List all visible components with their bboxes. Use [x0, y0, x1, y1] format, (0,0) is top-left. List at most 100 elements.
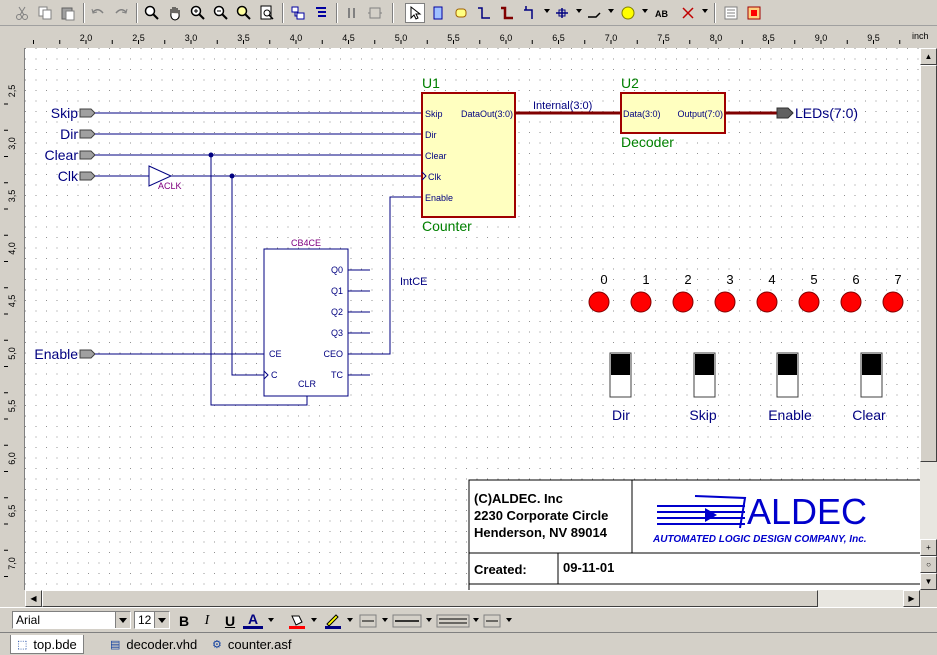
zoom-out-icon[interactable]: [211, 3, 231, 23]
scroll-left-button[interactable]: ◀: [25, 590, 42, 607]
net-label-intce: IntCE: [400, 276, 428, 288]
symbol-u1-counter[interactable]: U1 Skip Dir Clear Clk Enable DataOut(3:0…: [421, 75, 516, 234]
paste-icon[interactable]: [58, 3, 78, 23]
ruler-tick-label: 5,5: [7, 400, 17, 413]
ruler-tick-label: 7,5: [657, 33, 670, 43]
circle-shape-icon[interactable]: [618, 3, 638, 23]
add-symbol-icon[interactable]: [428, 3, 448, 23]
company-city: Henderson, NV 89014: [474, 525, 608, 540]
line-width-icon[interactable]: [392, 612, 422, 630]
zoom-fit-icon[interactable]: [234, 3, 254, 23]
fill-color-icon[interactable]: [287, 612, 307, 630]
switch-label: Dir: [612, 407, 630, 423]
input-port-skip[interactable]: Skip: [51, 105, 96, 121]
arrow-style-icon[interactable]: [482, 612, 502, 630]
port-label: Dir: [60, 126, 78, 142]
horizontal-scrollbar[interactable]: ◀ ▶: [25, 590, 920, 607]
switch-label: Enable: [768, 407, 812, 423]
line-style-icon[interactable]: [358, 612, 378, 630]
net-label-icon[interactable]: [552, 3, 572, 23]
led-6[interactable]: 6: [840, 272, 862, 313]
vertical-scrollbar[interactable]: ▲ + ○ ▼: [920, 48, 937, 590]
font-size-select[interactable]: 12: [134, 611, 170, 629]
input-port-dir[interactable]: Dir: [60, 126, 96, 142]
scroll-right-button[interactable]: ▶: [903, 590, 920, 607]
undo-icon[interactable]: [88, 3, 108, 23]
vertical-scroll-thumb[interactable]: [920, 65, 937, 462]
zoom-icon[interactable]: [142, 3, 162, 23]
ruler-tick-label: 2,5: [7, 85, 17, 98]
bold-button[interactable]: B: [178, 613, 190, 629]
port-label: LEDs(7:0): [795, 105, 858, 121]
input-port-clk[interactable]: Clk: [58, 168, 96, 184]
led-1[interactable]: 1: [630, 272, 652, 313]
symbol-icon[interactable]: [365, 3, 385, 23]
font-family-select[interactable]: Arial: [12, 611, 131, 629]
ruler-tick-label: 8,5: [762, 33, 775, 43]
tab-top-bde[interactable]: ⬚top.bde: [10, 635, 84, 654]
zoom-in-small-button[interactable]: +: [920, 539, 937, 556]
chevron-down-icon[interactable]: [115, 612, 130, 628]
led-0[interactable]: 0: [588, 272, 610, 313]
tab-counter-asf[interactable]: ⚙counter.asf: [212, 636, 292, 652]
led-7[interactable]: 7: [882, 272, 904, 313]
pan-hand-icon[interactable]: [165, 3, 185, 23]
switch-skip[interactable]: Skip: [689, 352, 717, 423]
underline-button[interactable]: U: [224, 613, 236, 629]
scroll-down-button[interactable]: ▼: [920, 573, 937, 590]
line-dash-icon[interactable]: [436, 612, 470, 630]
title-block: (C)ALDEC. Inc 2230 Corporate Circle Hend…: [468, 479, 920, 590]
hierarchy-icon[interactable]: [311, 3, 331, 23]
no-connect-icon[interactable]: [678, 3, 698, 23]
switch-clear[interactable]: Clear: [852, 352, 886, 423]
line-color-icon[interactable]: [323, 612, 343, 630]
led-5[interactable]: 5: [798, 272, 820, 313]
zoom-reset-button[interactable]: ○: [920, 556, 937, 573]
led-3[interactable]: 3: [714, 272, 736, 313]
ruler-tick-label: 6,0: [7, 452, 17, 465]
wire-icon[interactable]: [474, 3, 494, 23]
select-arrow-icon[interactable]: [405, 3, 425, 23]
input-port-enable[interactable]: Enable: [34, 346, 96, 362]
svg-text:6: 6: [852, 272, 859, 287]
text-icon[interactable]: AB: [652, 3, 672, 23]
bus-icon[interactable]: [497, 3, 517, 23]
italic-button[interactable]: I: [204, 613, 210, 628]
buffer-aclk[interactable]: ACLK: [148, 165, 182, 191]
wire-break-icon[interactable]: [342, 3, 362, 23]
port-label: Clear: [45, 147, 79, 163]
copy-icon[interactable]: [35, 3, 55, 23]
junction-dot: [229, 173, 235, 179]
cb4ce-pin-clr: CLR: [298, 379, 317, 389]
led-2[interactable]: 2: [672, 272, 694, 313]
horizontal-scroll-thumb[interactable]: [42, 590, 818, 607]
cut-icon[interactable]: [12, 3, 32, 23]
output-port-leds[interactable]: LEDs(7:0): [776, 105, 858, 121]
symbol-cb4ce[interactable]: CB4CE Q0 Q1 Q2 Q3 CEO TC CE C CLR: [263, 238, 349, 397]
redo-icon[interactable]: [111, 3, 131, 23]
svg-text:1: 1: [642, 272, 649, 287]
ruler-tick-label: 4,5: [342, 33, 355, 43]
u1-pin-clk: Clk: [428, 172, 441, 182]
scroll-up-button[interactable]: ▲: [920, 48, 937, 65]
led-4[interactable]: 4: [756, 272, 778, 313]
switch-enable[interactable]: Enable: [768, 352, 812, 423]
chevron-down-icon[interactable]: [154, 612, 169, 628]
switch-dir[interactable]: Dir: [609, 352, 632, 423]
push-down-icon[interactable]: [288, 3, 308, 23]
font-color-button[interactable]: A: [243, 611, 263, 629]
bus-internal[interactable]: Internal(3:0): [515, 100, 620, 115]
symbol-u2-decoder[interactable]: U2 Data(3:0) Output(7:0) Decoder: [620, 75, 726, 150]
symbol-editor-icon[interactable]: [744, 3, 764, 23]
tab-decoder-vhd[interactable]: ▤decoder.vhd: [110, 636, 198, 652]
terminal-icon[interactable]: [584, 3, 604, 23]
input-port-clear[interactable]: Clear: [45, 147, 96, 163]
bus-tap-icon[interactable]: [520, 3, 540, 23]
add-port-icon[interactable]: [451, 3, 471, 23]
zoom-in-icon[interactable]: [188, 3, 208, 23]
properties-icon[interactable]: [721, 3, 741, 23]
vhdl-file-icon: ▤: [110, 638, 121, 651]
wires[interactable]: [95, 112, 422, 406]
schematic-canvas[interactable]: Skip Dir Clear Clk Enable ACLK U1: [25, 48, 920, 590]
zoom-page-icon[interactable]: [257, 3, 277, 23]
